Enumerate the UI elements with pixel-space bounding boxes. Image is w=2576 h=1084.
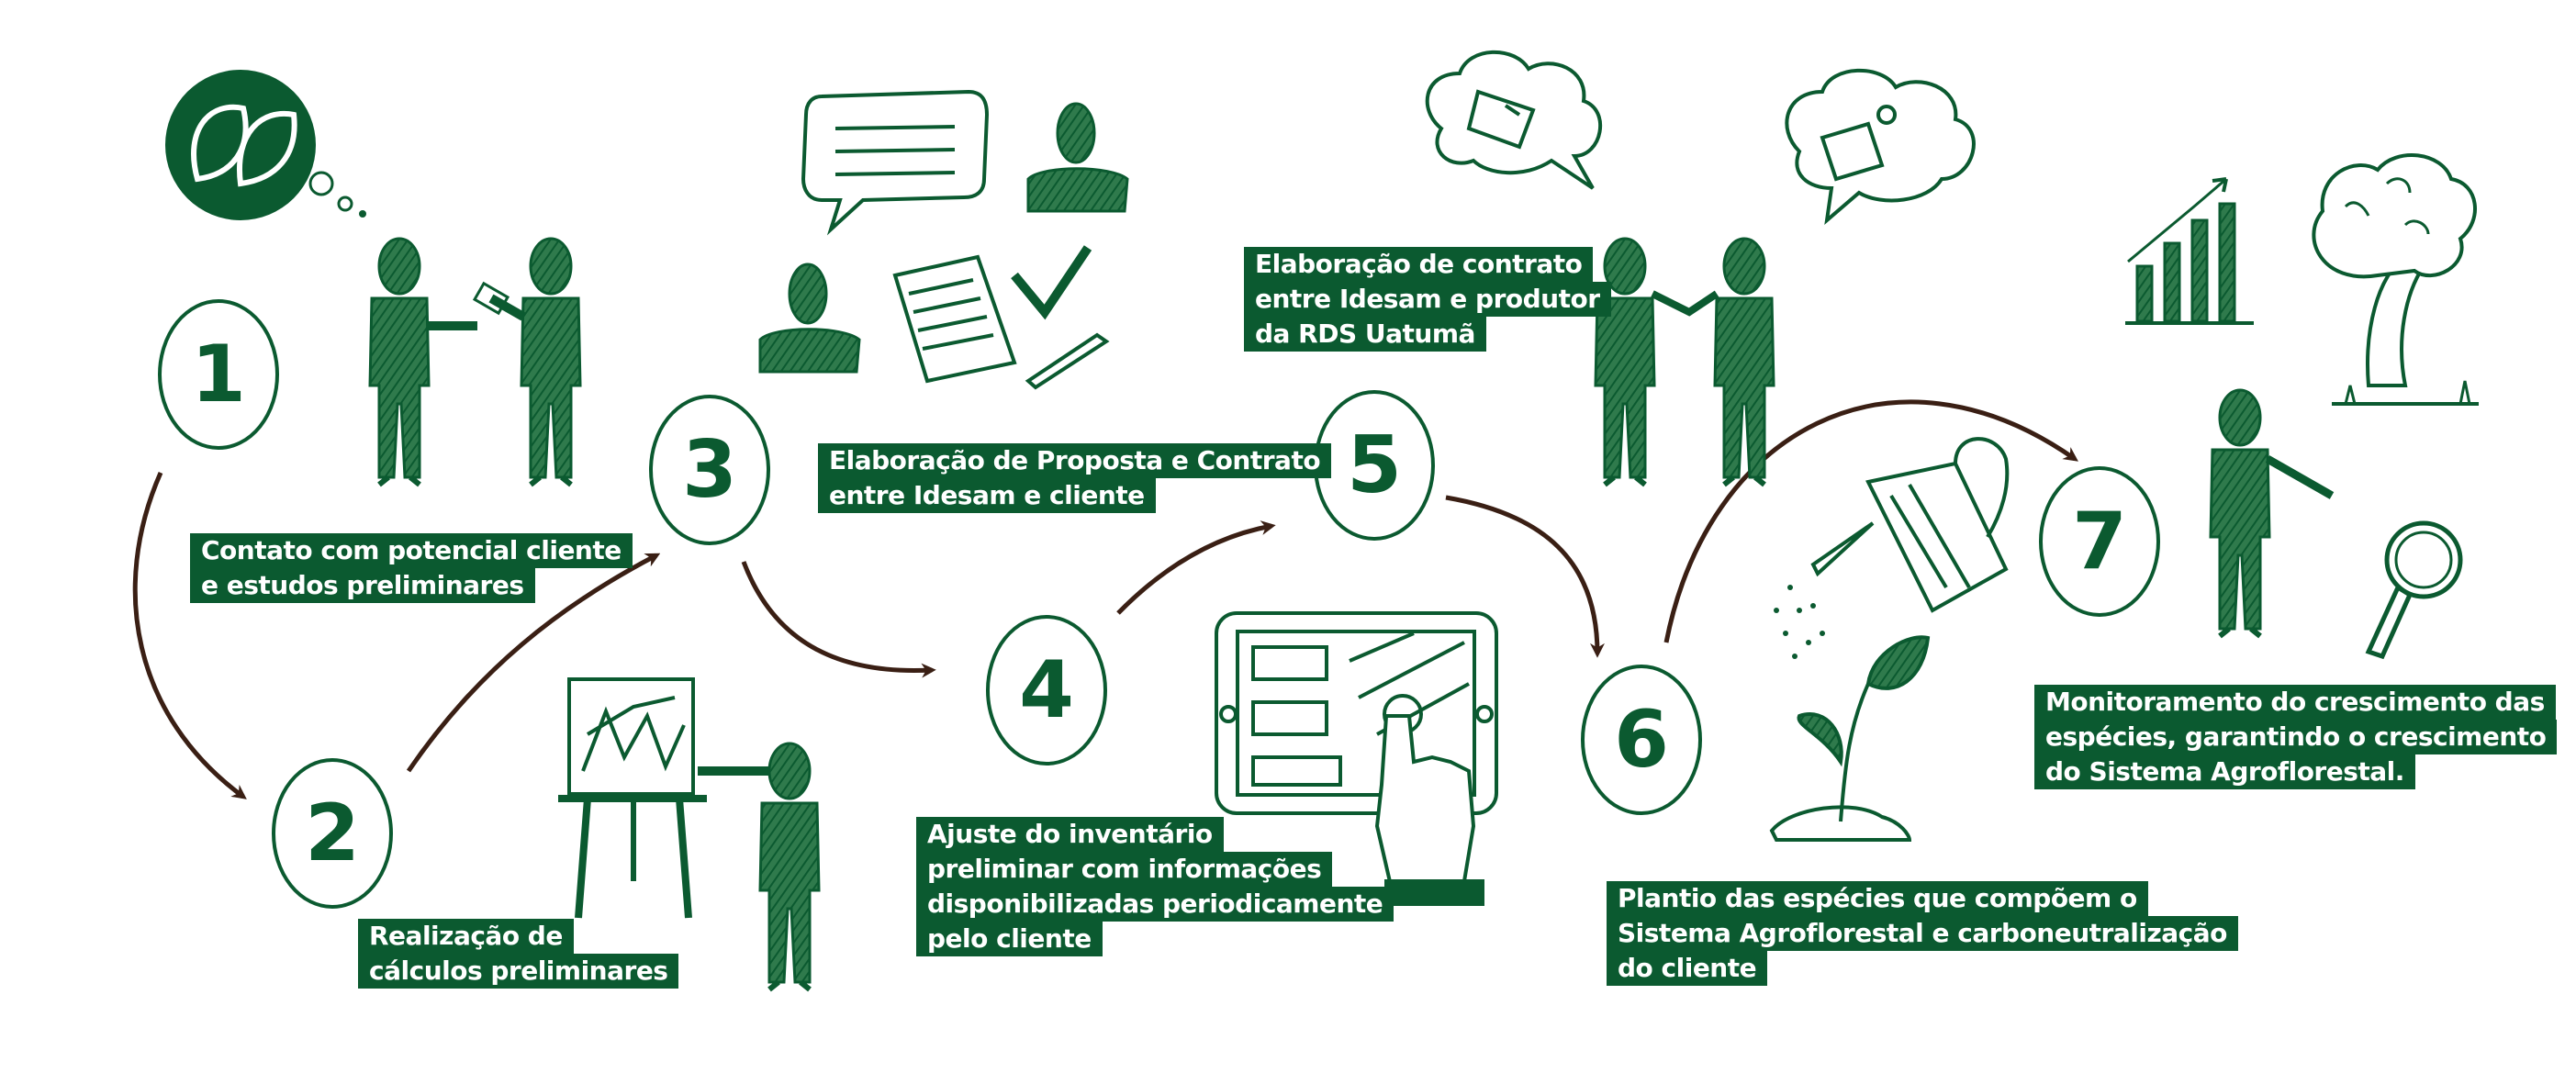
caption-line: Ajuste do inventário (916, 817, 1224, 852)
watering-can-icon (1774, 437, 2010, 659)
person-icon (2211, 390, 2269, 636)
speech-bubble-icon (801, 89, 990, 236)
caption-line: Elaboração de Proposta e Contrato (818, 443, 1332, 478)
caption-line: entre Idesam e cliente (818, 478, 1156, 513)
step-6-number: 6 (1614, 694, 1669, 786)
caption-line: do cliente (1607, 951, 1768, 986)
step-6-circle (1581, 665, 1702, 815)
caption-line: preliminar com informações (916, 852, 1333, 887)
tree-icon (2312, 153, 2479, 406)
caption-line: Elaboração de contrato (1244, 247, 1594, 282)
caption-line: Plantio das espécies que compõem o (1607, 881, 2148, 916)
tablet-touch-icon (1215, 611, 1498, 906)
caption-line: espécies, garantindo o crescimento (2034, 720, 2558, 754)
step-5-number: 5 (1347, 419, 1402, 511)
caption-line: Monitoramento do crescimento das (2034, 685, 2556, 720)
step-6-caption: Plantio das espécies que compõem o Siste… (1607, 881, 2238, 986)
step-7-circle (2039, 466, 2160, 617)
pen-icon (1025, 332, 1110, 390)
caption-line: pelo cliente (916, 922, 1103, 956)
step-1-circle (158, 299, 279, 450)
person-icon (1026, 102, 1129, 213)
arrow-1-2 (132, 471, 247, 799)
step-5-caption: Elaboração de contrato entre Idesam e pr… (1244, 247, 1611, 352)
thought-cloud-icon (1425, 50, 1602, 190)
caption-line: e estudos preliminares (190, 568, 535, 603)
caption-line: Realização de (358, 919, 574, 954)
step-7-number: 7 (2072, 496, 2127, 587)
caption-line: entre Idesam e produtor (1244, 282, 1611, 317)
step-4-caption: Ajuste do inventário preliminar com info… (916, 817, 1394, 956)
sprout-icon (1769, 635, 1931, 842)
caption-line: disponibilizadas periodicamente (916, 887, 1394, 922)
arrow-4-5 (1116, 520, 1276, 615)
magnifier-icon (2365, 520, 2463, 660)
step-3-circle (649, 395, 770, 545)
arrow-6-7 (1663, 399, 2078, 643)
step-1-number: 1 (191, 329, 246, 420)
step-2-caption: Realização de cálculos preliminares (358, 919, 679, 989)
step-2-number: 2 (305, 788, 360, 879)
arrow-2-3 (406, 553, 661, 773)
step-2-circle (272, 758, 393, 909)
person-icon (758, 263, 861, 374)
arrow-3-4 (741, 561, 936, 678)
caption-line: da RDS Uatumã (1244, 317, 1486, 352)
people-handshake-icon (370, 239, 580, 485)
caption-line: cálculos preliminares (358, 954, 679, 989)
step-3-caption: Elaboração de Proposta e Contrato entre … (818, 443, 1332, 513)
leaf-badge-icon (165, 70, 366, 220)
person-icon (1715, 239, 1774, 485)
step-3-number: 3 (682, 424, 737, 516)
bar-chart-icon (2125, 177, 2254, 325)
checkmark-icon (1011, 245, 1092, 320)
caption-line: do Sistema Agroflorestal. (2034, 754, 2415, 789)
thought-cloud-icon (1785, 68, 1976, 225)
step-1-caption: Contato com potencial cliente e estudos … (190, 533, 633, 603)
presentation-board-icon (558, 677, 771, 919)
document-icon (892, 254, 1017, 384)
arrow-5-6 (1445, 495, 1605, 658)
step-4-number: 4 (1019, 644, 1074, 736)
presenter-person-icon (760, 743, 819, 989)
caption-line: Contato com potencial cliente (190, 533, 633, 568)
step-4-circle (986, 615, 1107, 766)
step-7-caption: Monitoramento do crescimento das espécie… (2034, 685, 2558, 789)
caption-line: Sistema Agroflorestal e carboneutralizaç… (1607, 916, 2238, 951)
